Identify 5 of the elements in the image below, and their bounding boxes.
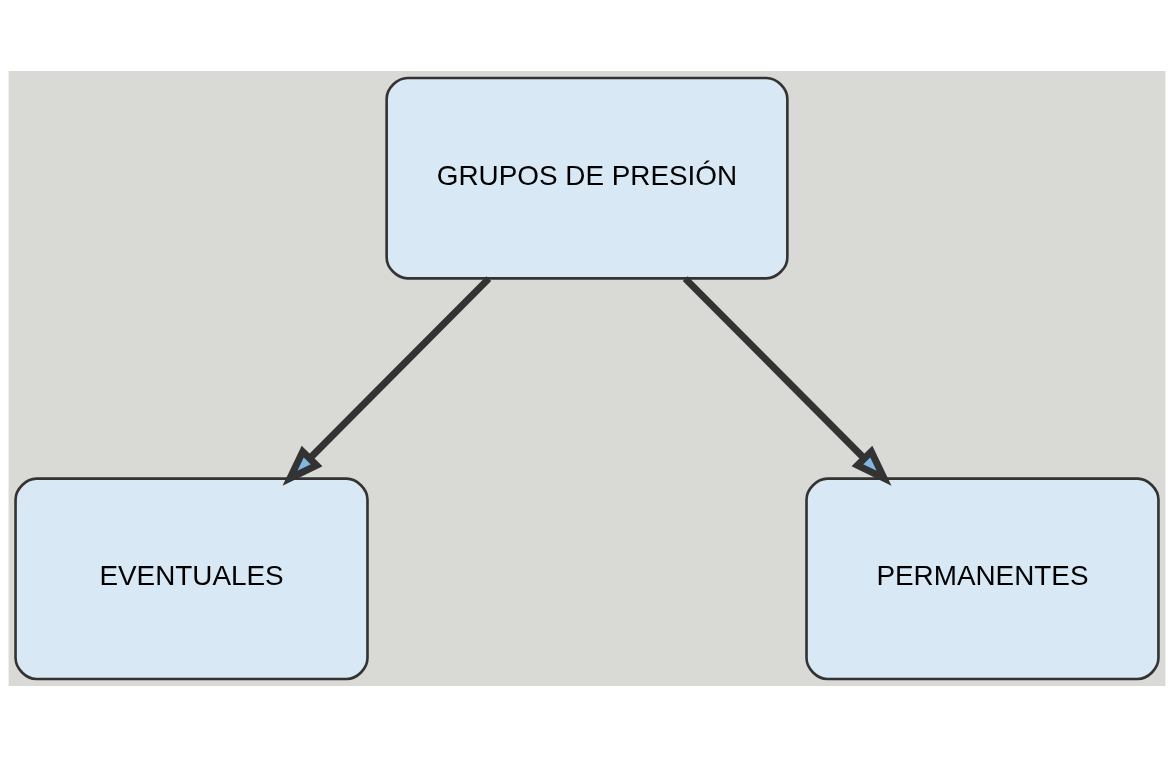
- node-box: GRUPOS DE PRESIÓN: [385, 76, 789, 280]
- arrow: [682, 276, 892, 486]
- arrow: [282, 276, 492, 486]
- node-box: PERMANENTES: [805, 477, 1160, 681]
- node-box: EVENTUALES: [14, 477, 369, 681]
